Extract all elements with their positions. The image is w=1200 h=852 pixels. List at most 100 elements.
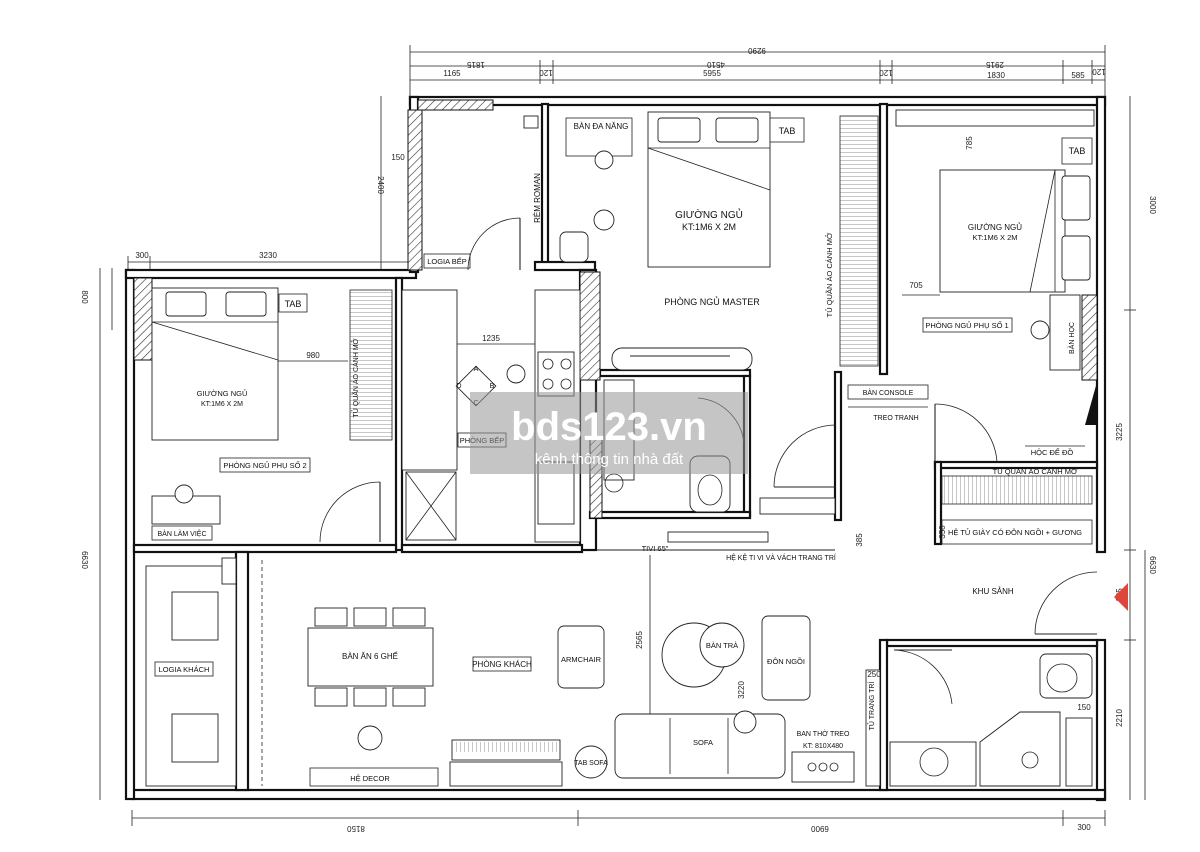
shower-corner xyxy=(979,711,1061,787)
dimension-lines xyxy=(99,45,1146,826)
dim-left-800: 800 xyxy=(80,290,89,304)
desk-chair xyxy=(594,150,614,170)
logia-bep-tag xyxy=(423,253,471,269)
dim-left-150: 150 xyxy=(391,153,405,162)
master-room-label: PHÒNG NGỦ MASTER xyxy=(664,296,760,307)
ban-lam-viec-label: BÀN LÀM VIỆC xyxy=(157,529,206,538)
person-figure xyxy=(733,710,757,734)
logia-door-swing[interactable] xyxy=(467,217,521,271)
he-decor xyxy=(309,767,439,787)
ps2-room-label: PHÒNG NGỦ PHỤ SỐ 2 xyxy=(223,460,306,470)
logia-khach-label: LOGIA KHÁCH xyxy=(159,665,210,674)
bath2-door-swing[interactable] xyxy=(893,649,953,705)
watermark-title: bds123.vn xyxy=(511,405,707,449)
dining-chair xyxy=(353,607,387,627)
pillow xyxy=(657,117,701,143)
kitchen-seat-b: B xyxy=(490,383,495,390)
hall-door-swing[interactable] xyxy=(773,424,837,488)
kitchen-seat-d: D xyxy=(456,383,461,390)
tab-label-ps2: TAB xyxy=(285,299,302,309)
armchair xyxy=(557,625,605,689)
tu-quan-ao-sanh-label: TỦ QUẦN ÁO CÁNH MỞ xyxy=(993,466,1078,476)
dim-top-5955: 5955 xyxy=(703,69,721,78)
side-table xyxy=(574,745,608,779)
master-bed-label: GIƯỜNG NGỦ xyxy=(675,208,743,221)
ps2-bed-label: GIƯỜNG NGỦ xyxy=(197,389,248,398)
dim-left-300: 300 xyxy=(135,251,149,260)
tab-label-master: TAB xyxy=(779,126,796,136)
kitchen-seat-a: A xyxy=(474,366,479,373)
pillow xyxy=(715,117,759,143)
rem-roman-label: RÈM ROMAN xyxy=(533,173,542,223)
dim-top-2915: 2915 xyxy=(986,60,1004,69)
pillow xyxy=(225,291,267,317)
dim-left-6630: 6630 xyxy=(80,551,89,569)
decor-cabinet xyxy=(865,669,881,787)
dim-top-total: 9290 xyxy=(748,46,766,55)
ps1-bed-label: GIƯỜNG NGỦ xyxy=(968,223,1022,232)
master-wardrobe-label: TỦ QUẦN ÁO CÁNH MỞ xyxy=(824,232,834,317)
watermark-box xyxy=(470,392,748,474)
dim-3220: 3220 xyxy=(737,681,746,699)
hatched-column xyxy=(407,109,423,271)
ban-tho-kt-label: KT: 810X480 xyxy=(803,743,843,750)
dim-705: 705 xyxy=(909,281,923,290)
toilet-right xyxy=(1039,653,1093,699)
dim-right-6630: 6630 xyxy=(1148,556,1157,574)
dim-bottom-8150: 8150 xyxy=(347,824,365,833)
he-tu-giay-label: HỆ TỦ GIÀY CÓ ĐÔN NGỒI + GƯƠNG xyxy=(948,527,1082,537)
ps1-room-label: PHÒNG NGỦ PHỤ SỐ 1 xyxy=(925,320,1008,330)
entrance-arrow xyxy=(1114,583,1128,611)
dim-top-4510: 4510 xyxy=(707,60,725,69)
ban-an-label: BÀN ĂN 6 GHẾ xyxy=(342,651,398,661)
dim-right-3000: 3000 xyxy=(1148,196,1157,214)
nightstand-tab xyxy=(1061,137,1093,165)
piano-bench xyxy=(449,761,563,787)
pillow xyxy=(1061,175,1091,221)
bench xyxy=(759,497,836,515)
ban-tho-treo-label: BAN THỜ TREO xyxy=(797,729,850,738)
tv-console-master xyxy=(611,347,753,371)
ps2-bed-size: KT:1M6 X 2M xyxy=(201,401,243,408)
dim-385: 385 xyxy=(855,533,864,547)
ps2-door-swing[interactable] xyxy=(319,481,381,543)
hatched-column xyxy=(579,271,601,381)
dim-bottom-6900: 6900 xyxy=(811,824,829,833)
watermark-subtitle: kênh thông tin nhà đất xyxy=(535,451,684,468)
study-desk xyxy=(1049,294,1081,371)
dim-right-2210: 2210 xyxy=(1115,709,1124,727)
ps2-wardrobe xyxy=(349,289,393,441)
altar-shelf xyxy=(791,751,855,783)
master-wardrobe xyxy=(839,115,879,367)
kitchen-counter-left xyxy=(401,289,458,471)
master-bed-size: KT:1M6 X 2M xyxy=(682,222,736,232)
tivi-label: TIVI 65" xyxy=(642,544,669,553)
logia-fixture xyxy=(523,115,539,129)
ban-hoc-label: BÀN HỌC xyxy=(1067,322,1076,354)
ban-da-nang-label: BÀN ĐA NĂNG xyxy=(574,122,629,131)
ps2-wardrobe-label: TỦ QUẦN ÁO CÁNH MỞ xyxy=(350,338,360,417)
entry-door-swing[interactable] xyxy=(1034,571,1098,635)
dim-top-120b: 120 xyxy=(879,68,893,77)
dim-right-3225: 3225 xyxy=(1115,423,1124,441)
he-ke-ti-vi-label: HỆ KỆ TI VI VÀ VÁCH TRANG TRÍ xyxy=(726,553,836,562)
dim-1235: 1235 xyxy=(482,334,500,343)
hoc-de-do-label: HỘC ĐỂ ĐỒ xyxy=(1031,447,1074,457)
tab-label-ps1: TAB xyxy=(1069,146,1086,156)
console-tag xyxy=(847,384,929,400)
dim-top-120a: 120 xyxy=(539,68,553,77)
ps1-door-swing[interactable] xyxy=(934,403,998,463)
dining-chair xyxy=(392,607,426,627)
khu-sanh-label: KHU SẢNH xyxy=(972,587,1014,596)
study-chair xyxy=(1030,320,1050,340)
armchair-label: ARMCHAIR xyxy=(561,655,602,664)
corner-triangle-marker xyxy=(1085,382,1097,425)
logia-khach-tag xyxy=(154,661,214,677)
dim-top-1815: 1815 xyxy=(467,60,485,69)
coffee-table-small xyxy=(699,622,745,668)
pillar-small xyxy=(221,557,237,585)
tu-trang-tri-label: TỦ TRANG TRÍ xyxy=(867,682,876,731)
treo-tranh-label: TREO TRANH xyxy=(873,415,918,422)
